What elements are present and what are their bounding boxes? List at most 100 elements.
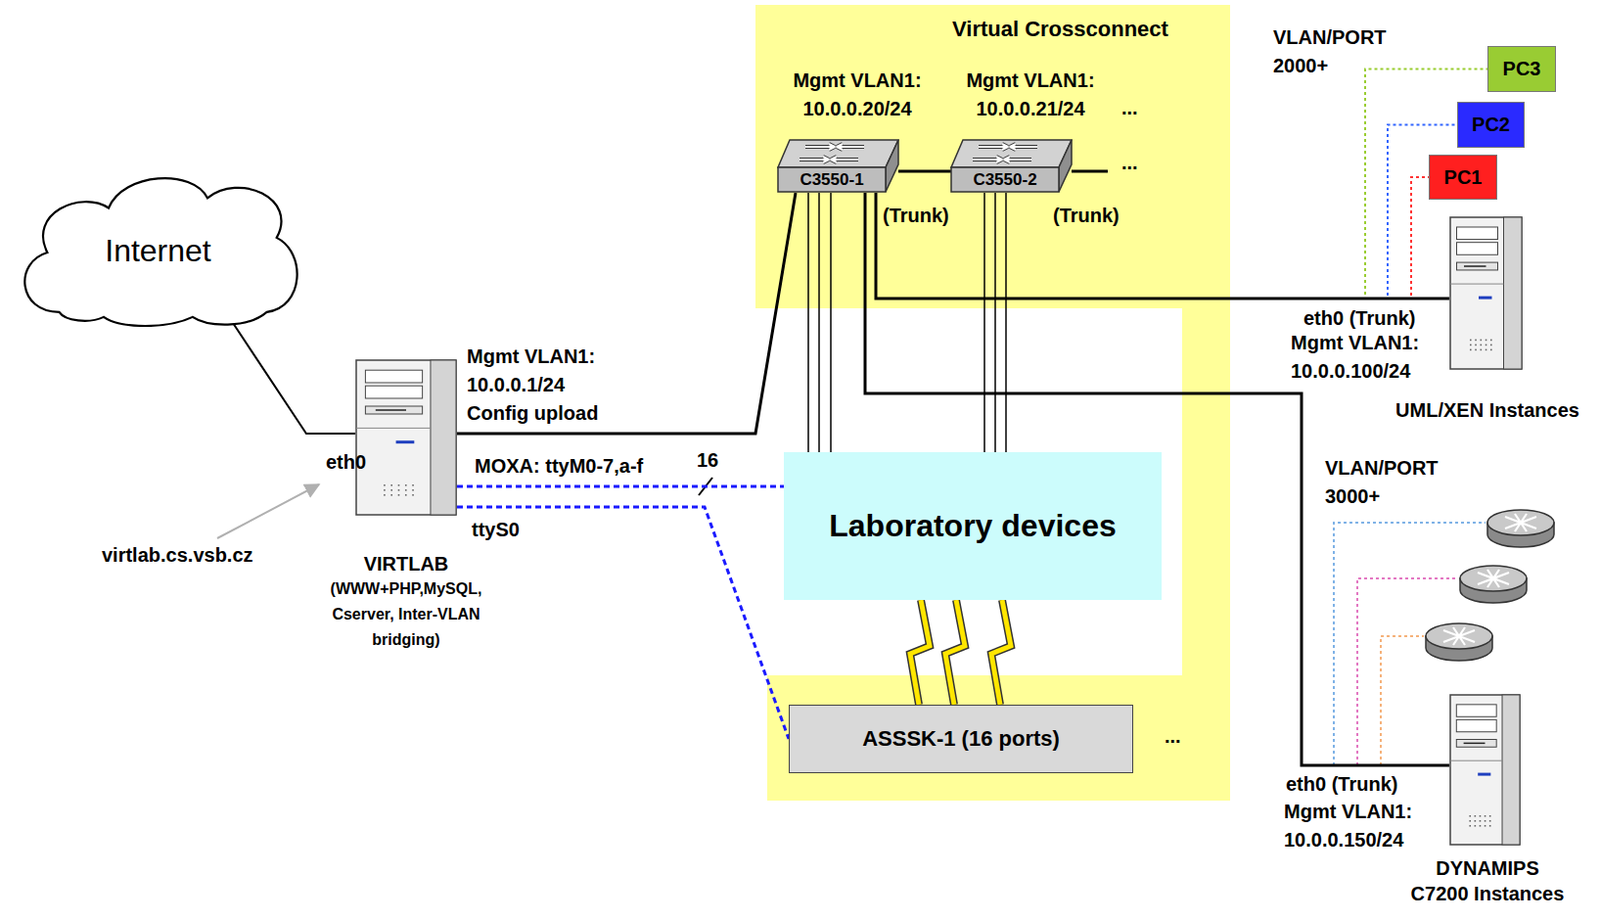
- path-part: [799, 143, 865, 163]
- rect-part: [1468, 824, 1471, 827]
- region-band: Virtual CrossconnectC3550-1 C3550-2ASSSK-…: [755, 4, 1231, 801]
- annotation-label: eth0 (Trunk): [1285, 770, 1398, 799]
- trunk-continuation: [1071, 170, 1108, 174]
- rect-part: [398, 484, 401, 487]
- node-title: C3550-2: [951, 167, 1059, 192]
- connector-path: [818, 192, 821, 453]
- rect-part: [1450, 694, 1520, 845]
- rect-part: [1485, 349, 1488, 352]
- band-shape: [755, 4, 1231, 801]
- node-title: PC3: [1503, 57, 1542, 81]
- rect-part: [365, 406, 422, 414]
- polygon-part: [777, 139, 899, 168]
- rect-part: [411, 489, 414, 492]
- rect-part: [1490, 349, 1493, 352]
- rect-part: [1489, 820, 1492, 823]
- line-part: [356, 427, 431, 429]
- annotation-label: (Trunk): [882, 201, 950, 230]
- rect-part: [405, 494, 408, 497]
- rect-part: [1468, 815, 1471, 818]
- rect-part: [1489, 824, 1492, 827]
- router-icon: [1425, 623, 1493, 661]
- node-title: Laboratory devices: [828, 507, 1116, 545]
- connector-path: [1005, 192, 1007, 453]
- rect-part: [1469, 344, 1472, 347]
- rect-part: [1490, 344, 1493, 347]
- annotation-label: (Trunk): [1052, 201, 1120, 230]
- rect-part: [365, 385, 422, 399]
- rect-part: [1456, 704, 1497, 717]
- rect-part: [1484, 824, 1487, 827]
- pc-box: PC1: [1428, 154, 1498, 200]
- connector-path: [983, 192, 986, 453]
- path-part: [972, 143, 1038, 163]
- rect-part: [405, 489, 408, 492]
- rect-part: [1479, 820, 1482, 823]
- line-part: [1450, 283, 1505, 285]
- polygon-part: [1058, 139, 1072, 192]
- rect-part: [1474, 344, 1477, 347]
- rect-part: [1480, 339, 1483, 342]
- connector-path: [457, 506, 789, 739]
- connector-path: [1387, 125, 1458, 300]
- rect-part: [356, 360, 457, 515]
- rect-part: [1457, 262, 1499, 271]
- rect-part: [383, 489, 386, 492]
- serial-switch-box: ASSSK-1 (16 ports): [788, 704, 1134, 774]
- rect-part: [1485, 344, 1488, 347]
- node-title: PC2: [1471, 113, 1510, 137]
- server-tower: [355, 359, 458, 516]
- rect-part: [1474, 824, 1477, 827]
- server-tower: [1449, 216, 1523, 370]
- rect-part: [1469, 349, 1472, 352]
- annotation-label: eth0 (Trunk): [1303, 304, 1416, 333]
- connector-path: [457, 192, 796, 434]
- annotation-label: ...: [1121, 93, 1139, 123]
- rect-part: [1450, 217, 1522, 369]
- connector-line: [228, 317, 356, 434]
- node-title: ASSSK-1 (16 ports): [862, 726, 1060, 752]
- path-part: [799, 143, 865, 163]
- rect-part: [1457, 227, 1499, 240]
- connector-line: [995, 192, 997, 453]
- line-part: [1463, 265, 1487, 268]
- connector-line: [1387, 125, 1458, 300]
- connector-path: [457, 485, 784, 489]
- connector-path: [898, 170, 952, 174]
- connector-line: [457, 192, 796, 434]
- rect-part: [390, 489, 393, 492]
- annotation-label: 16: [696, 446, 719, 475]
- path-part: [972, 143, 1038, 163]
- rect-part: [1504, 217, 1523, 369]
- rect-part: [398, 489, 401, 492]
- rect-part: [390, 494, 393, 497]
- switch-node: C3550-2: [949, 137, 1074, 193]
- rect-part: [1489, 815, 1492, 818]
- server-node: DYNAMIPS C7200 Instances: [1389, 693, 1586, 907]
- rect-part: [1502, 694, 1520, 845]
- rect-part: [430, 360, 457, 515]
- annotation-label: MOXA: ttyM0-7,a-f: [474, 452, 643, 481]
- node-title: C3550-1: [777, 167, 886, 192]
- rect-part: [951, 167, 1059, 192]
- rect-part: [398, 494, 401, 497]
- node-subtitle: (WWW+PHP,MySQL, Cserver, Inter-VLAN brid…: [320, 576, 493, 653]
- rect-part: [411, 484, 414, 487]
- rect-part: [1474, 815, 1477, 818]
- server-tower: [1449, 693, 1521, 846]
- rect-part: [1480, 344, 1483, 347]
- connector-path: [228, 317, 356, 434]
- rect-part: [777, 167, 886, 192]
- connector-line: [457, 506, 789, 739]
- vlan-link: [1357, 578, 1459, 766]
- connector-line: [984, 192, 986, 453]
- rect-part: [1474, 349, 1477, 352]
- rect-part: [1468, 820, 1471, 823]
- rect-part: [1456, 739, 1497, 748]
- connector-line: [457, 486, 784, 488]
- pc-box: PC2: [1457, 101, 1525, 148]
- node-title: Virtual Crossconnect: [952, 4, 1169, 43]
- annotation-label: ttyS0: [471, 515, 520, 545]
- rect-part: [1490, 339, 1493, 342]
- annotation-label: Mgmt VLAN1: 10.0.0.21/24: [957, 66, 1104, 124]
